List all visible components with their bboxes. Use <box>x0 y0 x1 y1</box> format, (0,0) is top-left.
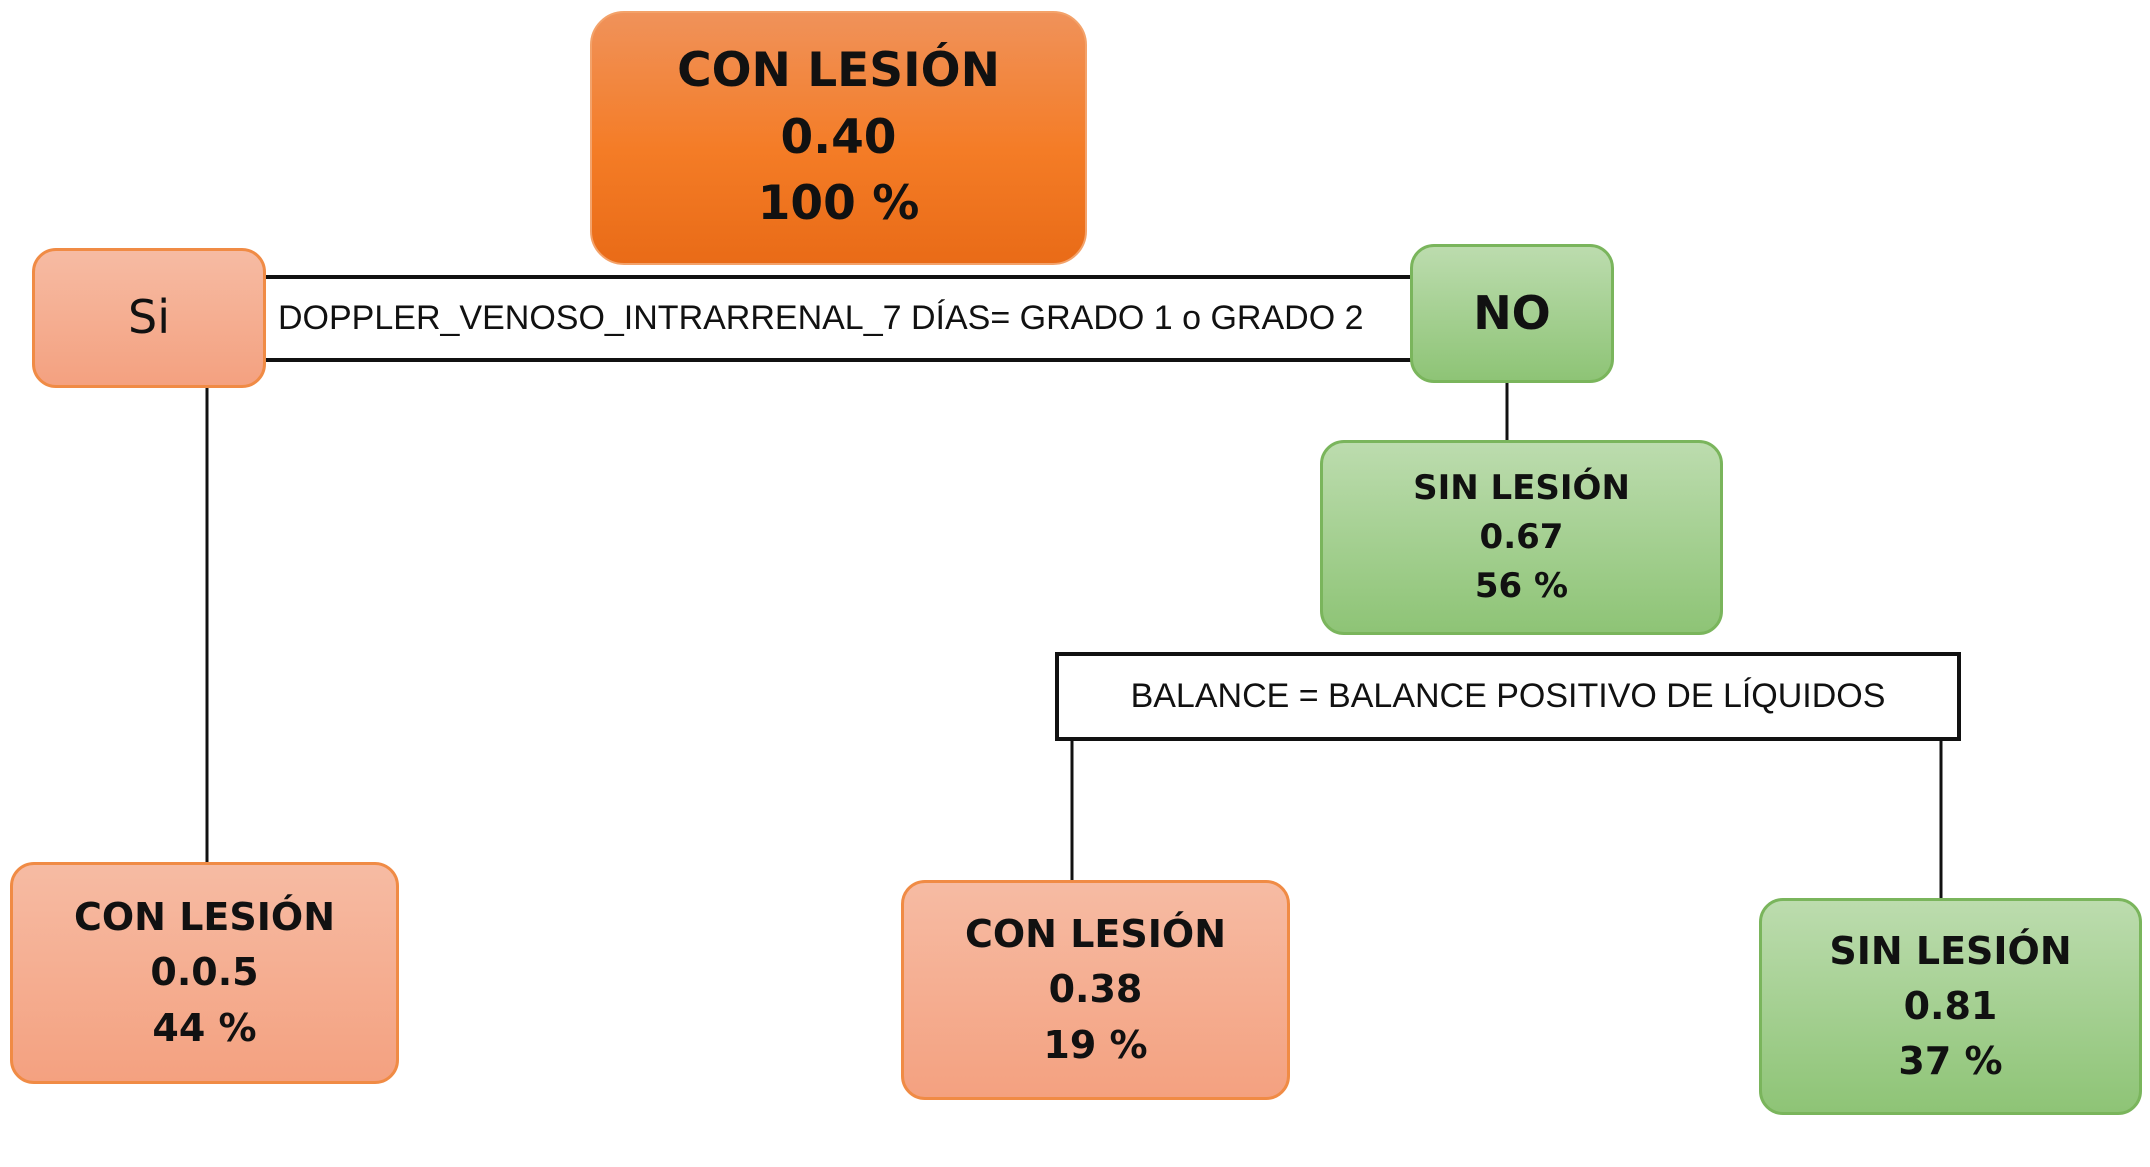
root-class-label: CON LESIÓN <box>677 42 1000 98</box>
right-leaf-node: SIN LESIÓN 0.81 37 % <box>1759 898 2142 1115</box>
mid-leaf-probability: 0.38 <box>1048 967 1143 1012</box>
right-leaf-class-label: SIN LESIÓN <box>1829 928 2072 973</box>
split-1-rule-text: DOPPLER_VENOSO_INTRARRENAL_7 DÍAS= GRADO… <box>278 299 1364 337</box>
branch-no-label: NO <box>1410 244 1614 383</box>
mid-leaf-percent: 19 % <box>1043 1022 1148 1067</box>
mid-leaf-class-label: CON LESIÓN <box>964 912 1226 957</box>
split-2-rule-text: BALANCE = BALANCE POSITIVO DE LÍQUIDOS <box>1130 677 1886 715</box>
right-leaf-probability: 0.81 <box>1903 983 1998 1028</box>
right-leaf-percent: 37 % <box>1898 1039 2003 1084</box>
right-node-class-label: SIN LESIÓN <box>1413 467 1630 508</box>
branch-yes-label: Si <box>32 248 266 388</box>
branch-no-text: NO <box>1473 285 1551 340</box>
right-internal-node: SIN LESIÓN 0.67 56 % <box>1320 440 1723 635</box>
left-leaf-node: CON LESIÓN 0.0.5 44 % <box>10 862 399 1084</box>
branch-yes-text: Si <box>128 290 170 345</box>
mid-leaf-node: CON LESIÓN 0.38 19 % <box>901 880 1290 1100</box>
root-probability: 0.40 <box>780 109 897 165</box>
right-node-probability: 0.67 <box>1479 516 1564 557</box>
split-2-rule: BALANCE = BALANCE POSITIVO DE LÍQUIDOS <box>1055 652 1961 741</box>
root-node: CON LESIÓN 0.40 100 % <box>590 11 1087 265</box>
right-node-percent: 56 % <box>1474 566 1569 607</box>
left-leaf-probability: 0.0.5 <box>150 950 259 995</box>
root-percent: 100 % <box>757 176 920 232</box>
split-1-rule: DOPPLER_VENOSO_INTRARRENAL_7 DÍAS= GRADO… <box>262 275 1417 362</box>
left-leaf-percent: 44 % <box>152 1005 257 1050</box>
left-leaf-class-label: CON LESIÓN <box>73 895 335 940</box>
